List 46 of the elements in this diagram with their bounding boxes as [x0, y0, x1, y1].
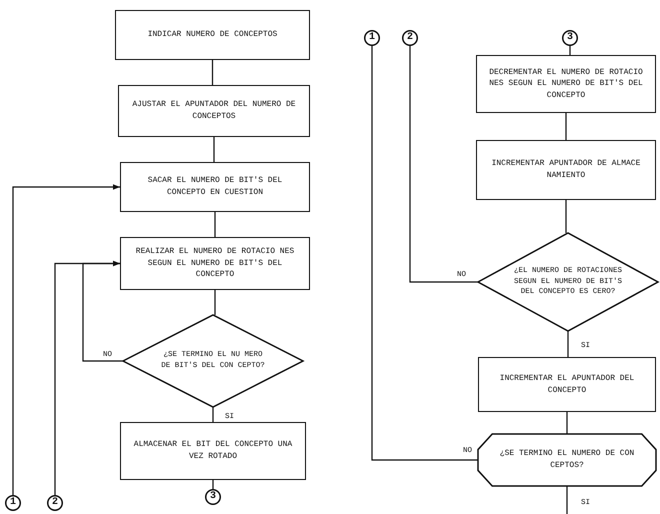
connector-number: 1	[368, 30, 375, 45]
arrow	[54, 260, 120, 495]
node-text: DECREMENTAR EL NUMERO DE ROTACIO NES SEGUN EL NUMERO DE BIT'S DEL CONCEPTO	[488, 66, 644, 102]
connector-circle	[402, 30, 418, 46]
connector-circle	[47, 495, 63, 511]
connector-circle	[205, 489, 221, 505]
decision-octagon	[478, 434, 656, 486]
decision-diamond	[123, 315, 303, 407]
connector-line	[565, 200, 567, 233]
connector-line	[565, 113, 567, 140]
connector-number: 2	[52, 496, 58, 510]
node-text: INCREMENTAR APUNTADOR DE ALMACE NAMIENTO	[490, 158, 642, 182]
decision-diamond	[478, 233, 658, 331]
process-box	[120, 237, 310, 290]
connector-line	[371, 46, 478, 461]
node-text: ALMACENAR EL BIT DEL CONCEPTO UNA VEZ ROTADO	[132, 439, 294, 463]
connector-circle	[364, 30, 380, 46]
node-text: ¿SE TERMINO EL NUMERO DE CON CEPTOS?	[498, 448, 636, 472]
connector-line	[409, 46, 478, 283]
connector-number: 2	[406, 30, 413, 45]
arrow	[12, 184, 120, 495]
connector-line	[212, 407, 214, 422]
node-text: INCREMENTAR EL APUNTADOR DEL CONCEPTO	[498, 372, 636, 396]
connector-number: 1	[10, 496, 16, 510]
node-text: SACAR EL NUMERO DE BIT'S DEL CONCEPTO EN CUESTION	[146, 175, 284, 199]
connector-line	[566, 486, 568, 514]
connector-line	[212, 60, 214, 85]
connector-line	[214, 290, 216, 315]
node-text: AJUSTAR EL APUNTADOR DEL NUMERO DE CONCEPTOS	[131, 99, 297, 123]
process-box	[115, 10, 310, 60]
connector-number: 3	[210, 490, 216, 504]
connector-line	[567, 331, 569, 357]
connector-number: 3	[566, 30, 573, 45]
process-box	[120, 422, 306, 480]
connector-circle	[5, 495, 21, 511]
node-text: REALIZAR EL NUMERO DE ROTACIO NES SEGUN EL NUMERO DE BIT'S DEL CONCEPTO	[134, 246, 296, 281]
process-box	[478, 357, 656, 412]
process-box	[120, 162, 310, 212]
connector-line	[214, 212, 216, 237]
process-box	[476, 140, 656, 200]
connector-line	[566, 412, 568, 434]
connector-line	[213, 137, 215, 162]
node-text: INDICAR NUMERO DE CONCEPTOS	[148, 29, 278, 41]
process-box	[118, 85, 310, 137]
process-box	[476, 55, 656, 113]
connector-circle	[562, 30, 578, 46]
